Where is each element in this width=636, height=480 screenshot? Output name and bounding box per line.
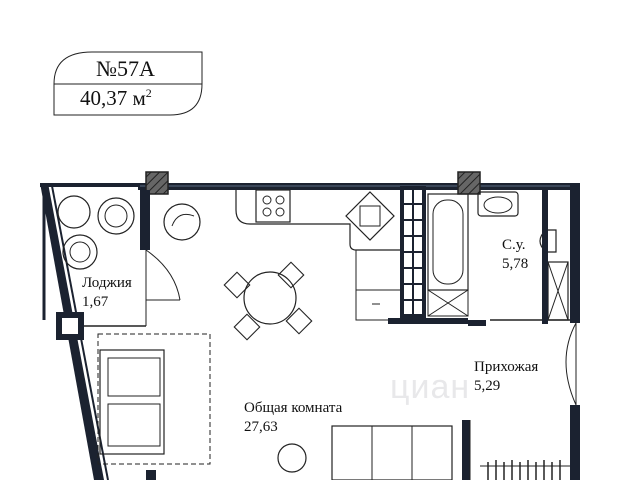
right-wall-lower (570, 405, 580, 480)
loggia-wall (140, 190, 150, 250)
wardrobe (487, 460, 561, 480)
dining-table (243, 271, 297, 325)
bath-sink (477, 191, 519, 217)
loggia-chair-1 (97, 197, 135, 235)
apartment-area-unit: 2 (145, 86, 152, 100)
room-bathroom-area: 5,78 (502, 256, 529, 272)
room-loggia-label: Лоджия 1,67 (82, 274, 132, 312)
column-right (457, 171, 481, 195)
loggia-top-wall (40, 183, 140, 187)
room-hallway-label: Прихожая 5,29 (474, 358, 538, 396)
room-living-label: Общая комната 27,63 (244, 399, 342, 437)
loggia-table (57, 195, 91, 229)
sofa (331, 425, 453, 480)
sofa-bed (99, 349, 165, 455)
room-living-area: 27,63 (244, 419, 278, 435)
apartment-area-value: 40,37 м (80, 86, 146, 110)
room-bathroom-label: С.у. 5,78 (502, 236, 528, 274)
badge-frame (53, 51, 203, 116)
room-bathroom-name: С.у. (502, 237, 526, 253)
apartment-number: №57А (96, 56, 155, 81)
plant (163, 203, 201, 241)
kitchen-cabinet (355, 249, 405, 321)
kitchen-sink (345, 191, 395, 241)
right-wall-upper (570, 183, 580, 323)
bed-outline (97, 333, 211, 465)
apartment-area: 40,37 м2 (80, 86, 190, 111)
dining-chairs (223, 261, 313, 341)
column-left (145, 171, 169, 195)
room-loggia-area: 1,67 (82, 294, 109, 310)
bath-wall-bottom (468, 320, 486, 326)
stove (255, 189, 291, 223)
hall-wall (462, 420, 470, 480)
room-hallway-name: Прихожая (474, 359, 539, 375)
coffee-table (277, 443, 307, 473)
watermark: циан (390, 368, 471, 406)
room-hallway-area: 5,29 (474, 378, 501, 394)
room-living-name: Общая комната (244, 400, 343, 416)
room-loggia-name: Лоджия (82, 275, 132, 291)
kitchen-counter (235, 190, 408, 251)
loggia-chair-2 (62, 234, 98, 270)
